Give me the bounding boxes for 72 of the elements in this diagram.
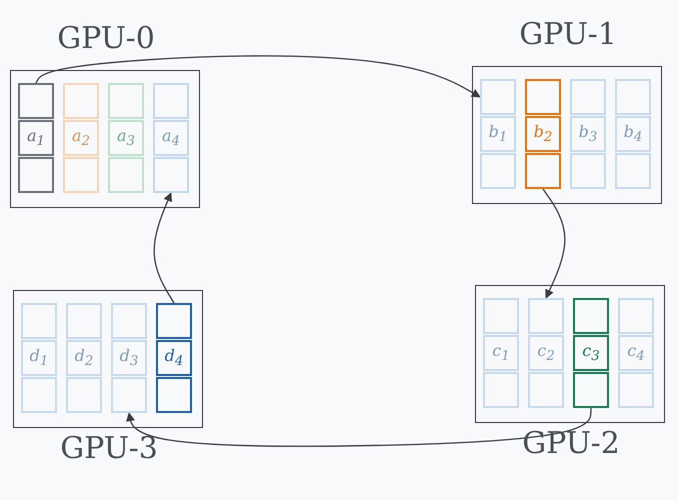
arrow: [542, 188, 566, 299]
memory-cell: [156, 340, 192, 376]
memory-cell: [108, 157, 144, 193]
memory-cell: [156, 377, 192, 413]
memory-cell: [573, 298, 609, 334]
cell-label: d$_{4}$: [164, 346, 184, 370]
memory-cell: [21, 303, 57, 339]
memory-cell: [480, 116, 516, 152]
memory-cell: [153, 120, 189, 156]
memory-cell: [528, 335, 564, 371]
cell-label: d$_{1}$: [30, 346, 48, 370]
arrow: [154, 192, 175, 304]
memory-cell: [66, 377, 102, 413]
memory-cell: [528, 298, 564, 334]
memory-cell: [483, 335, 519, 371]
panel-heading: GPU-2: [521, 426, 621, 461]
memory-cell: [63, 120, 99, 156]
cell-label: b$_{2}$: [534, 122, 552, 146]
memory-cell: [153, 157, 189, 193]
memory-cell: [108, 120, 144, 156]
panel-heading: GPU-3: [59, 431, 159, 466]
memory-cell: [156, 303, 192, 339]
arrow: [126, 408, 592, 447]
cell-label: c$_{3}$: [582, 341, 600, 365]
cell-label: b$_{4}$: [624, 122, 642, 146]
memory-cell: [483, 372, 519, 408]
memory-cell: [615, 116, 651, 152]
cell-label: a$_{3}$: [116, 126, 136, 150]
memory-cell: [618, 298, 654, 334]
cell-label: c$_{2}$: [537, 341, 555, 365]
memory-cell: [615, 79, 651, 115]
memory-cell: [615, 153, 651, 189]
memory-cell: [111, 303, 147, 339]
memory-cell: [573, 372, 609, 408]
memory-cell: [18, 83, 54, 119]
memory-cell: [111, 340, 147, 376]
cell-label: a$_{2}$: [72, 126, 90, 150]
arrow: [35, 55, 481, 98]
memory-cell: [525, 79, 561, 115]
memory-cell: [528, 372, 564, 408]
memory-cell: [570, 116, 606, 152]
memory-cell: [21, 377, 57, 413]
panel-heading: GPU-1: [518, 17, 618, 52]
cell-label: c$_{1}$: [492, 341, 510, 365]
cell-label: c$_{4}$: [627, 341, 645, 365]
memory-cell: [525, 116, 561, 152]
cell-label: d$_{2}$: [74, 346, 94, 370]
panel-heading: GPU-0: [56, 21, 156, 56]
memory-cell: [525, 153, 561, 189]
memory-cell: [480, 153, 516, 189]
memory-cell: [63, 83, 99, 119]
memory-cell: [66, 340, 102, 376]
cell-label: b$_{3}$: [578, 122, 598, 146]
cell-label: a$_{4}$: [162, 126, 180, 150]
memory-cell: [18, 157, 54, 193]
memory-cell: [618, 372, 654, 408]
memory-cell: [570, 153, 606, 189]
memory-cell: [480, 79, 516, 115]
memory-cell: [573, 335, 609, 371]
memory-cell: [66, 303, 102, 339]
memory-cell: [483, 298, 519, 334]
memory-cell: [21, 340, 57, 376]
memory-cell: [63, 157, 99, 193]
cell-label: b$_{1}$: [488, 122, 508, 146]
memory-cell: [108, 83, 144, 119]
cell-label: a$_{1}$: [26, 126, 46, 150]
cell-label: d$_{3}$: [120, 346, 138, 370]
memory-cell: [618, 335, 654, 371]
memory-cell: [111, 377, 147, 413]
memory-cell: [153, 83, 189, 119]
memory-cell: [18, 120, 54, 156]
memory-cell: [570, 79, 606, 115]
